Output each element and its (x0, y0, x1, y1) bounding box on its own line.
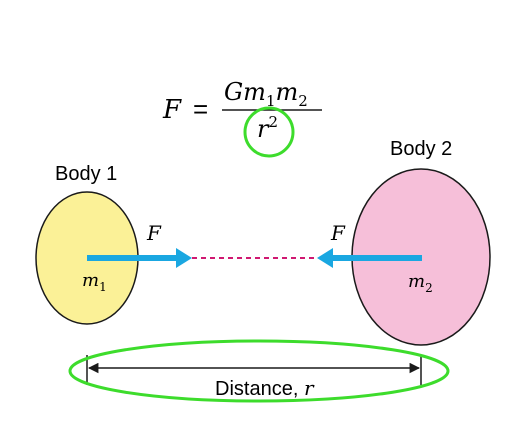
body-2: Body 2 m2 (351, 138, 491, 346)
distance-measure: Distance, r (68, 339, 450, 403)
formula-equals: = (193, 94, 208, 124)
gravity-formula: F = Gm1m2 r2 (162, 78, 322, 158)
force-label-1: F (146, 221, 162, 245)
formula-numerator: Gm1m2 (224, 78, 308, 110)
body-1-mass-label: m1 (82, 270, 107, 294)
formula-denominator: r2 (257, 113, 278, 143)
body-2-mass-label: m2 (408, 271, 433, 295)
force-arrow-2-shaft (332, 255, 422, 261)
distance-highlight-ellipse (68, 339, 450, 403)
body-1-title: Body 1 (55, 163, 117, 185)
force-label-2: F (330, 221, 346, 245)
body-1: Body 1 m1 (35, 163, 139, 325)
force-arrow-2-head (317, 248, 333, 268)
distance-label: Distance, r (215, 376, 315, 400)
body-2-title: Body 2 (390, 138, 452, 160)
formula-lhs: F (162, 95, 182, 125)
force-arrow-body-1: F (87, 221, 192, 268)
force-arrow-1-head (176, 248, 192, 268)
force-arrow-1-shaft (87, 255, 177, 261)
force-arrow-body-2: F (317, 221, 422, 268)
denominator-highlight-circle (243, 106, 295, 158)
